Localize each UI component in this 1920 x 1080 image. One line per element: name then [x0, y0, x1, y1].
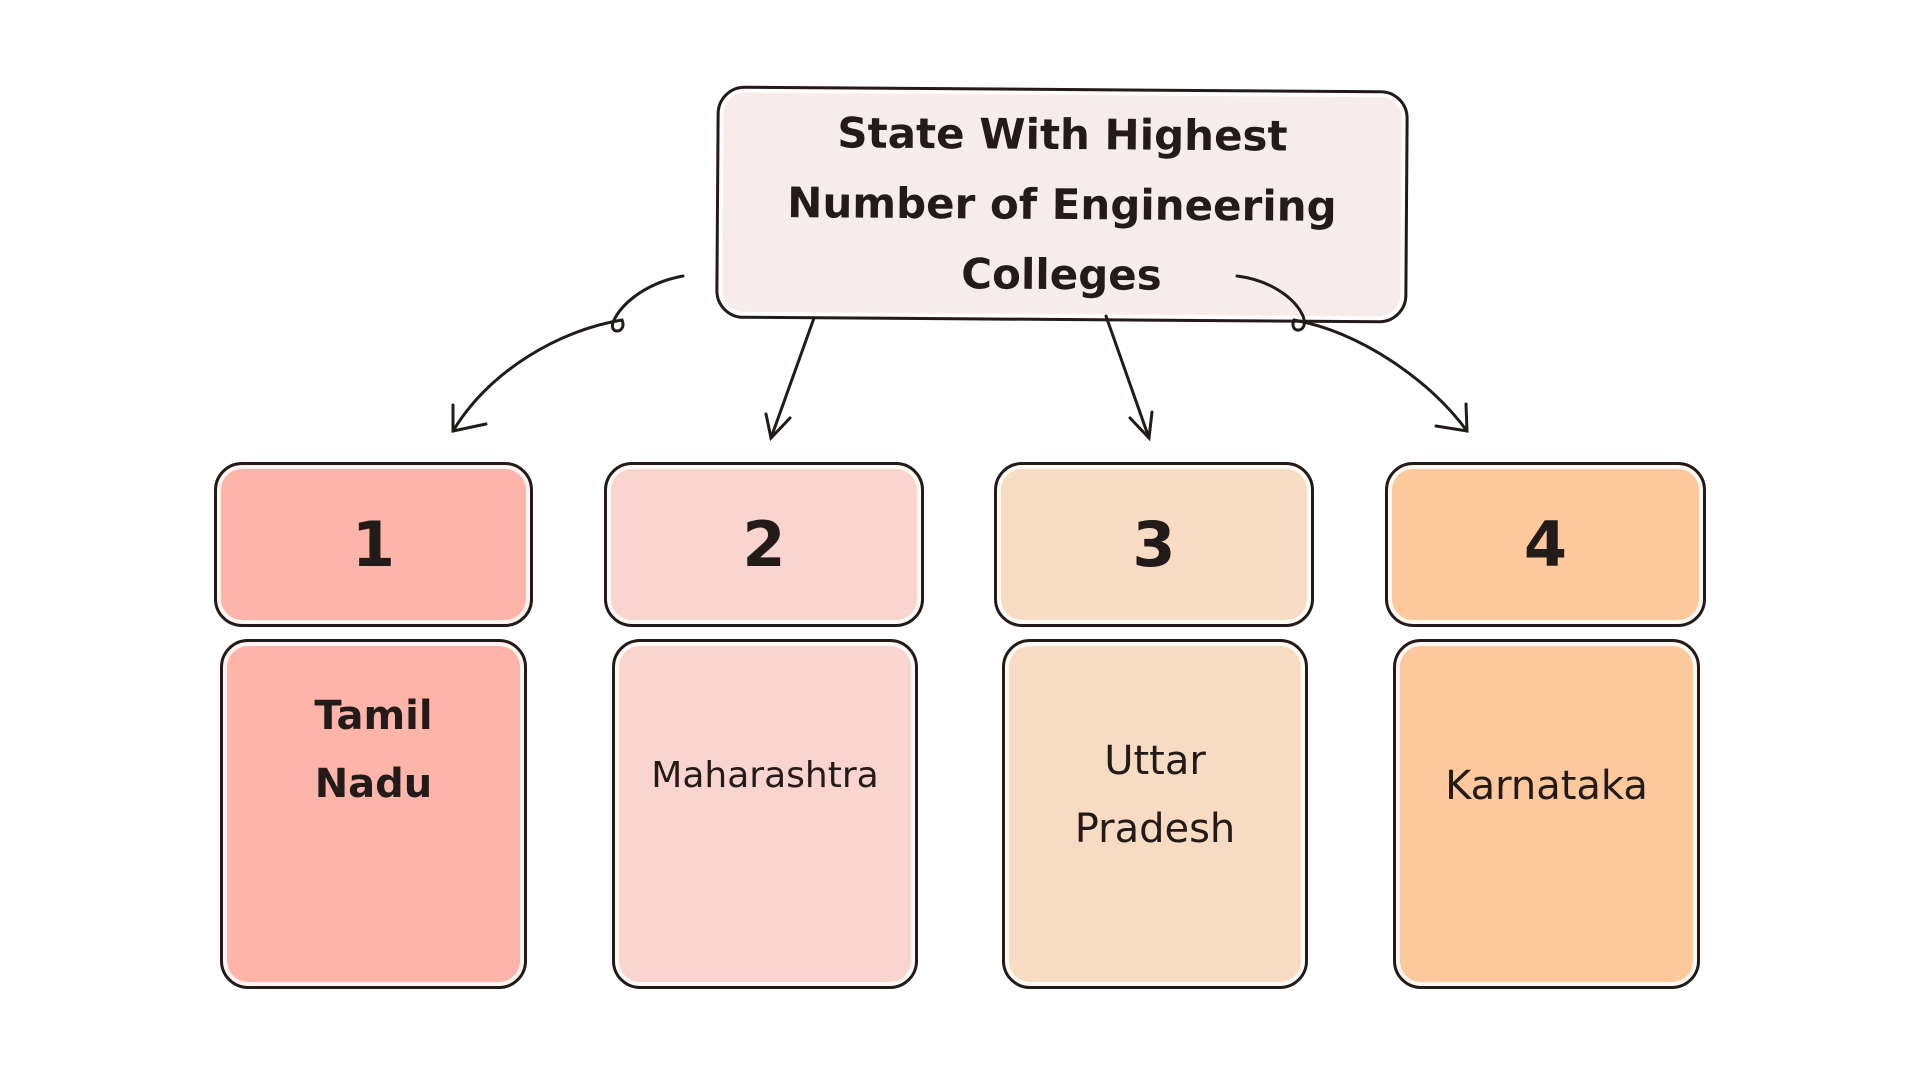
rank-2: 2	[742, 508, 786, 581]
state-1: Tamil Nadu	[314, 693, 433, 807]
state-box-2: Maharashtra	[612, 639, 918, 989]
state-box-4: Karnataka	[1393, 639, 1700, 989]
rank-box-4: 4	[1385, 462, 1706, 627]
state-box-1: Tamil Nadu	[220, 639, 527, 989]
rank-1: 1	[351, 508, 396, 581]
rank-3: 3	[1132, 508, 1176, 581]
arrow-to-rank-2	[764, 316, 816, 442]
state-4: Karnataka	[1445, 763, 1648, 809]
arrow-to-rank-1	[451, 274, 685, 433]
arrow-to-rank-4	[1235, 274, 1469, 433]
rank-box-3: 3	[994, 462, 1314, 627]
state-box-3: Uttar Pradesh	[1002, 639, 1308, 989]
state-2: Maharashtra	[651, 755, 879, 796]
arrow-to-rank-3	[1104, 314, 1154, 442]
rank-box-2: 2	[604, 462, 924, 627]
rank-4: 4	[1523, 508, 1568, 581]
rank-box-1: 1	[214, 462, 533, 627]
state-3: Uttar Pradesh	[1074, 738, 1236, 852]
